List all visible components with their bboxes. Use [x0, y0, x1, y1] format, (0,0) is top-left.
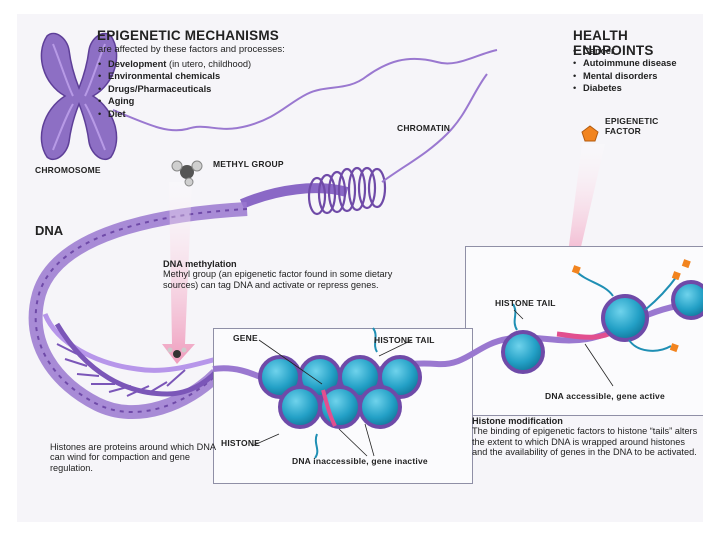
open-histones — [501, 259, 703, 374]
histones-note: Histones are proteins around which DNA c… — [50, 442, 216, 473]
mechanisms-list: Development (in utero, childhood) Enviro… — [98, 58, 251, 120]
gene-label: GENE — [233, 333, 258, 343]
histone-mod-body: The binding of epigenetic factors to his… — [472, 426, 698, 457]
mechanism-item: Development (in utero, childhood) — [98, 58, 251, 70]
histone-mod-title: Histone modification — [472, 416, 563, 426]
chromatin-coil — [240, 73, 488, 216]
diagram-frame: EPIGENETIC MECHANISMS are affected by th… — [17, 14, 703, 522]
health-item: Diabetes — [573, 82, 677, 94]
mechanisms-title: EPIGENETIC MECHANISMS — [97, 28, 279, 43]
methylation-title: DNA methylation — [163, 259, 237, 269]
methyl-group-label: METHYL GROUP — [213, 159, 284, 169]
histone-tail-label-right: HISTONE TAIL — [495, 298, 556, 308]
histone-mod-text: Histone modification The binding of epig… — [472, 416, 700, 457]
nucleosome-artwork — [212, 259, 703, 459]
compacted-histones — [258, 327, 422, 459]
active-chromatin-inset — [465, 246, 703, 416]
chromatin-label: CHROMATIN — [397, 123, 451, 133]
histone-label: HISTONE — [221, 438, 261, 448]
epigenetic-factor-pentagon — [581, 125, 599, 142]
mechanism-item: Diet — [98, 108, 251, 120]
health-item: Cancer — [573, 45, 677, 57]
dna-label: DNA — [35, 223, 64, 238]
mechanism-item: Aging — [98, 95, 251, 107]
methylation-body: Methyl group (an epigenetic factor found… — [163, 269, 393, 290]
epigenetic-factor-label: EPIGENETIC FACTOR — [605, 116, 659, 136]
dna-inaccessible-label: DNA inaccessible, gene inactive — [292, 456, 428, 466]
health-list: Cancer Autoimmune disease Mental disorde… — [573, 45, 677, 95]
dna-accessible-label: DNA accessible, gene active — [545, 391, 665, 401]
methyl-group-molecule — [167, 160, 203, 358]
histone-tail-label-mid: HISTONE TAIL — [374, 335, 435, 345]
mechanisms-subtitle: are affected by these factors and proces… — [98, 44, 285, 55]
health-item: Mental disorders — [573, 70, 677, 82]
epigenetic-factor-arrow — [557, 144, 605, 279]
methylation-arrow — [162, 182, 195, 364]
dna-double-helix — [28, 202, 248, 419]
leader-lines — [251, 309, 614, 457]
methylation-text: DNA methylation Methyl group (an epigene… — [163, 259, 393, 290]
chromosome-label: CHROMOSOME — [35, 165, 101, 175]
chromatin-strand — [112, 49, 498, 132]
health-item: Autoimmune disease — [573, 57, 677, 69]
mechanism-item: Environmental chemicals — [98, 70, 251, 82]
mechanism-item: Drugs/Pharmaceuticals — [98, 83, 251, 95]
